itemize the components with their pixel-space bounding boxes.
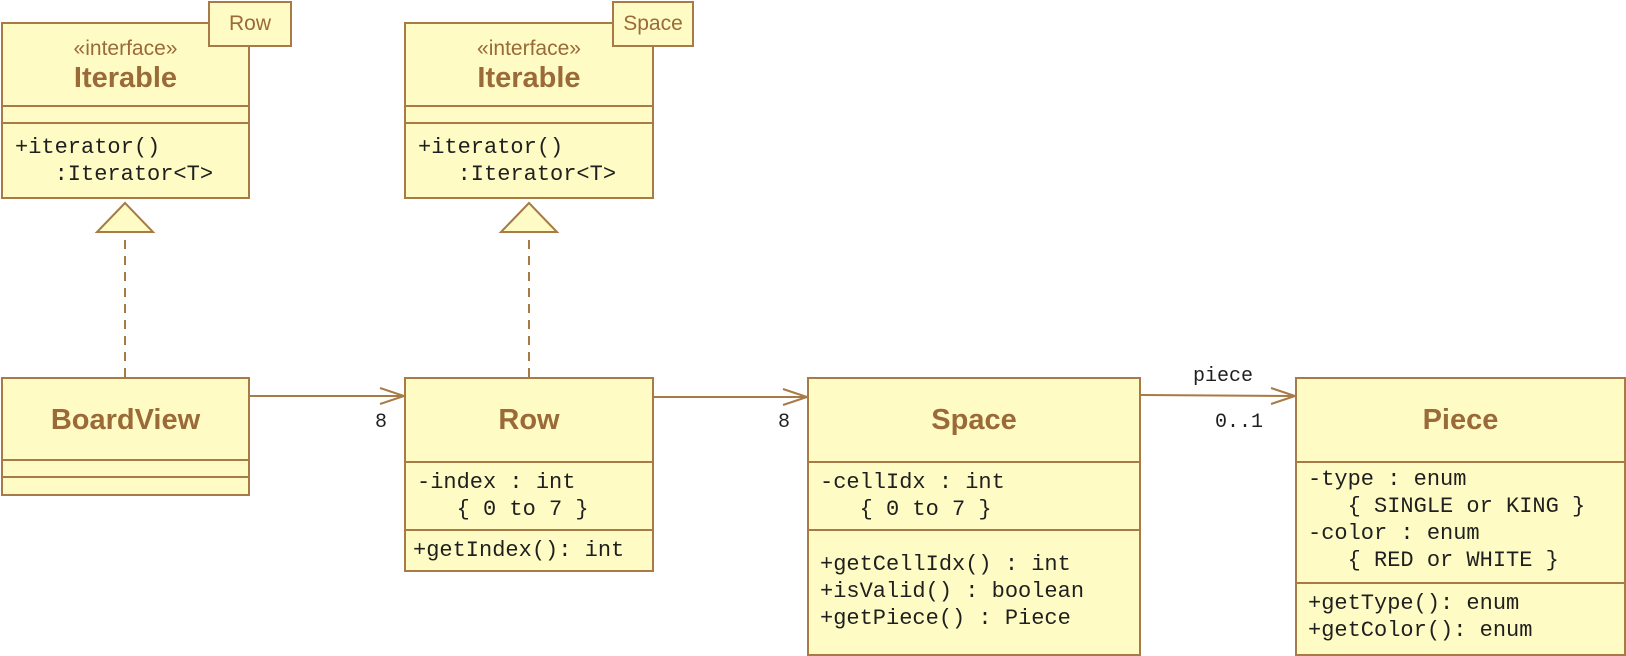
stereotype-label: «interface» bbox=[73, 37, 178, 60]
attribute: -color : enum bbox=[1308, 521, 1480, 546]
operation: :Iterator<T> bbox=[418, 162, 617, 187]
template-parameter: Row bbox=[208, 1, 292, 47]
interface-name: Iterable bbox=[73, 62, 178, 94]
class-name: Space bbox=[931, 404, 1017, 436]
role-label: piece bbox=[1193, 365, 1254, 388]
association-space-piece bbox=[1139, 394, 1296, 397]
operation: +getCellIdx() : int bbox=[820, 552, 1071, 577]
compartment-divider bbox=[3, 105, 248, 107]
compartment-divider bbox=[3, 476, 248, 478]
class-name: Row bbox=[498, 404, 560, 436]
attribute: -index : int bbox=[417, 470, 576, 495]
operation: :Iterator<T> bbox=[15, 162, 214, 187]
compartment-divider bbox=[809, 529, 1139, 531]
attribute-constraint: { RED or WHITE } bbox=[1308, 548, 1559, 573]
class-name: BoardView bbox=[50, 404, 201, 436]
attribute: -cellIdx : int bbox=[820, 470, 1005, 495]
realization-arrowhead bbox=[94, 201, 156, 233]
class-name: Piece bbox=[1422, 404, 1499, 436]
interface-iterable-space[interactable]: «interface» Iterable +iterator() :Iterat… bbox=[404, 22, 654, 199]
compartment-divider bbox=[3, 122, 248, 124]
operation: +getType(): enum bbox=[1308, 591, 1520, 616]
attribute-constraint: { 0 to 7 } bbox=[417, 497, 589, 522]
compartment-divider bbox=[406, 122, 652, 124]
interface-name: Iterable bbox=[477, 62, 581, 94]
class-row[interactable]: Row -index : int { 0 to 7 } +getIndex():… bbox=[404, 377, 654, 572]
compartment-divider bbox=[406, 105, 652, 107]
compartment-divider bbox=[406, 529, 652, 531]
attribute-constraint: { 0 to 7 } bbox=[820, 497, 992, 522]
realization-arrowhead bbox=[498, 201, 560, 233]
multiplicity-label: 8 bbox=[778, 411, 791, 434]
compartment-divider bbox=[809, 461, 1139, 463]
template-parameter: Space bbox=[612, 1, 694, 47]
compartment-divider bbox=[1297, 582, 1624, 584]
stereotype-label: «interface» bbox=[477, 37, 581, 60]
operation: +getIndex(): int bbox=[413, 538, 625, 563]
class-piece[interactable]: Piece -type : enum { SINGLE or KING } -c… bbox=[1295, 377, 1626, 656]
multiplicity-label: 0..1 bbox=[1215, 411, 1264, 434]
attribute-constraint: { SINGLE or KING } bbox=[1308, 494, 1586, 519]
interface-iterable-row[interactable]: «interface» Iterable +iterator() :Iterat… bbox=[1, 22, 250, 199]
operation: +iterator() bbox=[15, 135, 161, 160]
compartment-divider bbox=[1297, 461, 1624, 463]
operation: +isValid() : boolean bbox=[820, 579, 1085, 604]
operation: +getColor(): enum bbox=[1308, 618, 1533, 643]
attribute: -type : enum bbox=[1308, 467, 1467, 492]
multiplicity-label: 8 bbox=[375, 411, 388, 434]
class-space[interactable]: Space -cellIdx : int { 0 to 7 } +getCell… bbox=[807, 377, 1141, 656]
compartment-divider bbox=[406, 461, 652, 463]
operation: +iterator() bbox=[418, 135, 564, 160]
compartment-divider bbox=[3, 459, 248, 461]
class-boardview[interactable]: BoardView bbox=[1, 377, 250, 496]
operation: +getPiece() : Piece bbox=[820, 606, 1071, 631]
